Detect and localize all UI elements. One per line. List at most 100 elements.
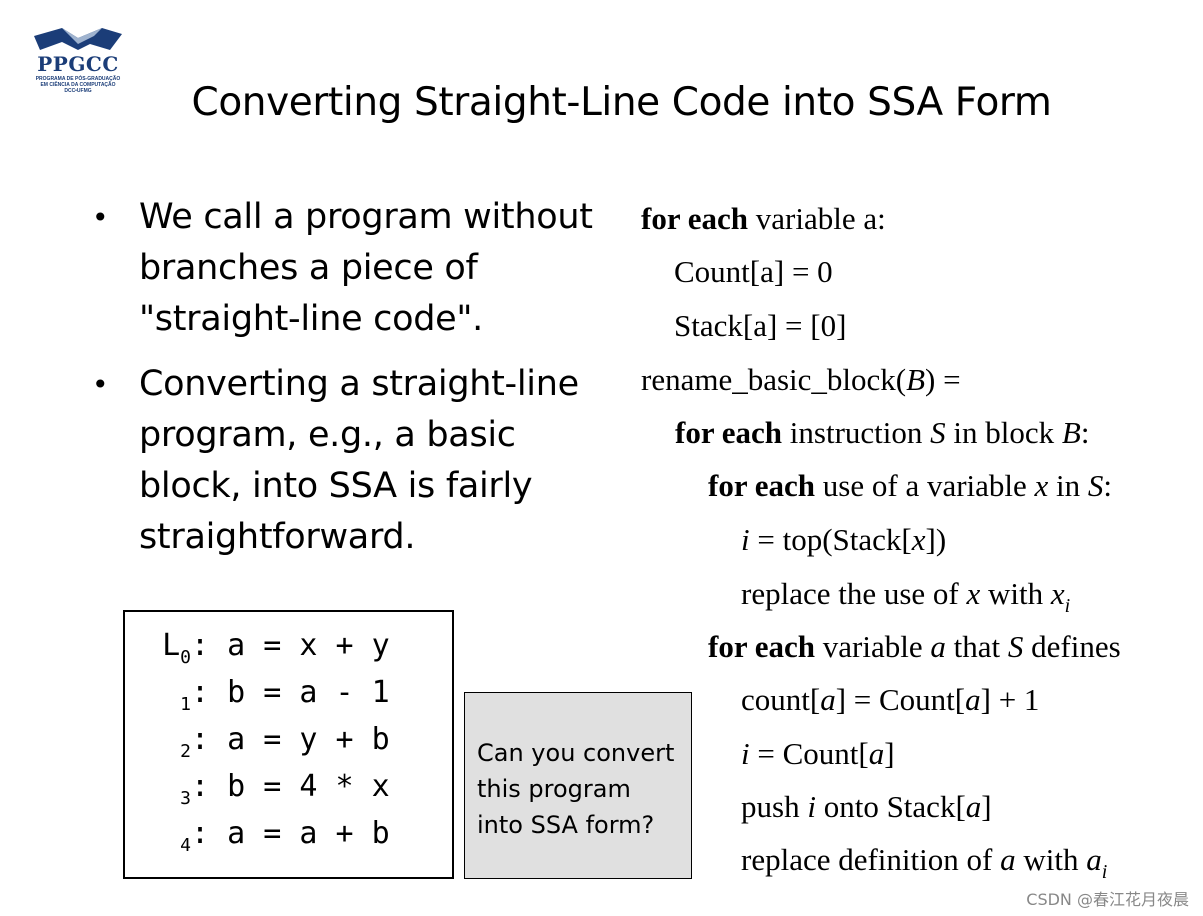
algo-keyword: for each	[675, 415, 783, 450]
algo-text: with	[980, 576, 1051, 611]
question-line: this program	[477, 775, 631, 803]
algo-var: i	[741, 736, 750, 771]
code-statement: : a = y + b	[191, 722, 390, 757]
code-label-subscript: 1	[180, 694, 191, 715]
bullet-item: • Converting a straight-line program, e.…	[92, 359, 622, 563]
algo-var: i	[741, 522, 750, 557]
code-line: 4: a = a + b	[147, 816, 390, 856]
logo-subtitle: PROGRAMA DE PÓS-GRADUAÇÃO	[35, 76, 121, 82]
question-callout: Can you convert this program into SSA fo…	[464, 692, 692, 879]
algo-text: ]	[981, 789, 992, 824]
algo-keyword: for each	[641, 201, 749, 236]
algo-line: push i onto Stack[a]	[741, 789, 992, 825]
slide-title: Converting Straight-Line Code into SSA F…	[191, 80, 1052, 125]
algo-subscript: i	[1101, 861, 1108, 883]
algo-var: S	[1087, 468, 1104, 503]
algo-text: that	[945, 629, 1008, 664]
bullet-line: Converting a straight-line	[139, 364, 579, 404]
algo-text: = Count[	[749, 736, 869, 771]
algo-var: x	[911, 522, 926, 557]
algo-text: replace definition of	[741, 842, 1001, 877]
algo-text: = top(Stack[	[749, 522, 912, 557]
algo-var: x	[1050, 576, 1065, 611]
logo-subtitle: DCC•UFMG	[64, 88, 92, 94]
logo-wing-icon	[34, 28, 122, 50]
algo-text: replace the use of	[741, 576, 967, 611]
algo-text: ]	[884, 736, 895, 771]
algo-text: push	[741, 789, 808, 824]
code-statement: : b = a - 1	[191, 675, 390, 710]
bullet-line: We call a program without	[139, 197, 593, 237]
algo-var: i	[807, 789, 816, 824]
bullet-list: • We call a program without branches a p…	[92, 192, 622, 577]
algo-text: ] = Count[	[835, 682, 966, 717]
bullet-item: • We call a program without branches a p…	[92, 192, 622, 345]
code-label-subscript: 3	[180, 788, 191, 809]
algo-var: x	[966, 576, 981, 611]
question-line: Can you convert	[477, 739, 675, 767]
logo-subtitle: EM CIÊNCIA DA COMPUTAÇÃO	[40, 82, 116, 88]
algo-var: B	[1061, 415, 1081, 450]
bullet-line: branches a piece of	[139, 248, 478, 288]
algo-line: for each variable a that S defines	[708, 629, 1121, 665]
algo-var: S	[930, 415, 946, 450]
algo-text: ])	[925, 522, 947, 557]
algo-keyword: for each	[708, 629, 816, 664]
algo-text: variable a:	[748, 201, 886, 236]
code-statement: : a = x + y	[191, 628, 390, 663]
code-line: 2: a = y + b	[147, 722, 390, 762]
code-statement: : a = a + b	[191, 816, 390, 851]
algo-text: with	[1015, 842, 1087, 877]
algo-var: a	[930, 629, 946, 664]
question-line: into SSA form?	[477, 811, 655, 839]
code-listing-box: L0: a = x + y 1: b = a - 1 2: a = y + b …	[123, 610, 454, 879]
bullet-line: "straight-line code".	[139, 299, 483, 339]
algo-line: Stack[a] = [0]	[674, 308, 847, 343]
algo-subscript: i	[1064, 595, 1071, 617]
bullet-line: straightforward.	[139, 517, 416, 557]
algo-text: count[	[741, 682, 821, 717]
code-line: 3: b = 4 * x	[147, 769, 390, 809]
code-line: 1: b = a - 1	[147, 675, 390, 715]
code-line: L0: a = x + y	[147, 628, 390, 668]
algo-text: ] + 1	[980, 682, 1040, 717]
code-statement: : b = 4 * x	[191, 769, 390, 804]
algo-var: x	[1034, 468, 1049, 503]
algo-var: a	[965, 682, 981, 717]
algo-text: :	[1080, 415, 1090, 450]
algo-keyword: for each	[708, 468, 816, 503]
algo-text: onto Stack[	[815, 789, 966, 824]
algo-var: S	[1007, 629, 1024, 664]
algo-text: ) =	[925, 362, 961, 397]
algo-var: a	[820, 682, 836, 717]
algo-text: instruction	[782, 415, 931, 450]
algo-var: a	[965, 789, 982, 824]
algo-text: in block	[945, 415, 1062, 450]
algo-var: a	[1086, 842, 1102, 877]
code-label: L	[162, 628, 181, 663]
algo-text: :	[1103, 468, 1113, 503]
algo-var: B	[906, 362, 926, 397]
code-label-subscript: 0	[180, 647, 191, 668]
algo-text: defines	[1023, 629, 1121, 664]
algo-line: i = Count[a]	[741, 736, 895, 772]
algo-text: use of a variable	[815, 468, 1035, 503]
algo-line: Count[a] = 0	[674, 254, 833, 289]
algo-line: replace the use of x with xi	[741, 576, 1070, 618]
bullet-line: program, e.g., a basic	[139, 415, 516, 455]
algo-text: in	[1048, 468, 1088, 503]
algo-line: count[a] = Count[a] + 1	[741, 682, 1039, 718]
algo-line: rename_basic_block(B) =	[641, 362, 961, 398]
algo-line: replace definition of a with ai	[741, 842, 1107, 884]
algo-text: rename_basic_block(	[641, 362, 907, 397]
bullet-dot-icon: •	[92, 201, 109, 234]
logo-text: PPGCC	[37, 52, 119, 76]
code-label-subscript: 2	[180, 741, 191, 762]
algo-line: for each use of a variable x in S:	[708, 468, 1112, 504]
bullet-dot-icon: •	[92, 368, 109, 401]
algo-line: for each variable a:	[641, 201, 886, 237]
code-label-subscript: 4	[180, 835, 191, 856]
csdn-watermark: CSDN @春江花月夜晨	[1026, 890, 1189, 909]
ppgcc-logo: PPGCC PROGRAMA DE PÓS-GRADUAÇÃO EM CIÊNC…	[28, 26, 128, 96]
bullet-line: block, into SSA is fairly	[139, 466, 533, 506]
